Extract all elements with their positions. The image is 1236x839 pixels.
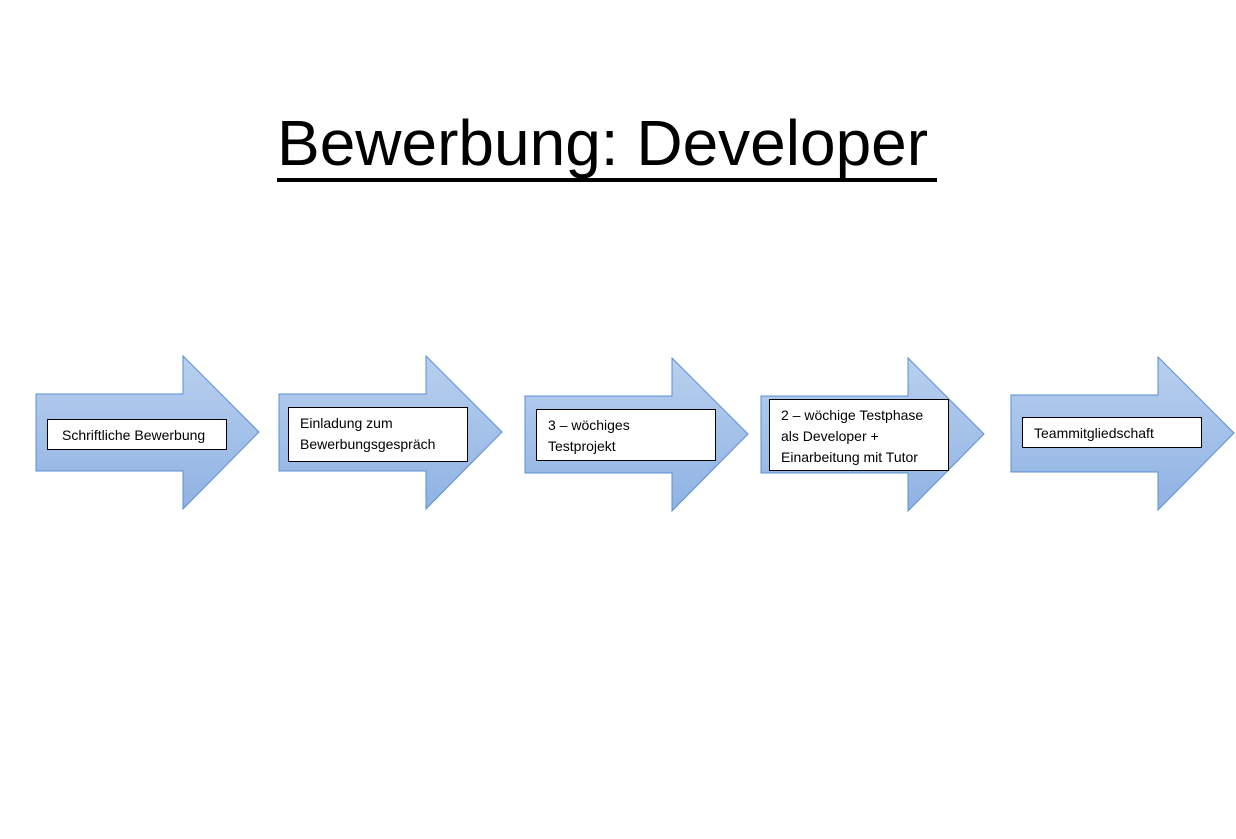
step-3-box: 3 – wöchiges Testprojekt	[536, 409, 716, 461]
step-2-box: Einladung zum Bewerbungsgespräch	[288, 407, 468, 462]
page-title: Bewerbung: Developer	[277, 103, 937, 182]
step-3-label: 3 – wöchiges Testprojekt	[548, 417, 630, 454]
step-1-box: Schriftliche Bewerbung	[47, 419, 227, 450]
step-2-label: Einladung zum Bewerbungsgespräch	[300, 415, 436, 452]
step-4-box: 2 – wöchige Testphase als Developer + Ei…	[769, 399, 949, 471]
step-1-label: Schriftliche Bewerbung	[62, 427, 206, 443]
step-5-label: Teammitgliedschaft	[1034, 425, 1154, 441]
step-4-label: 2 – wöchige Testphase als Developer + Ei…	[781, 407, 924, 465]
step-5-box: Teammitgliedschaft	[1022, 417, 1202, 448]
